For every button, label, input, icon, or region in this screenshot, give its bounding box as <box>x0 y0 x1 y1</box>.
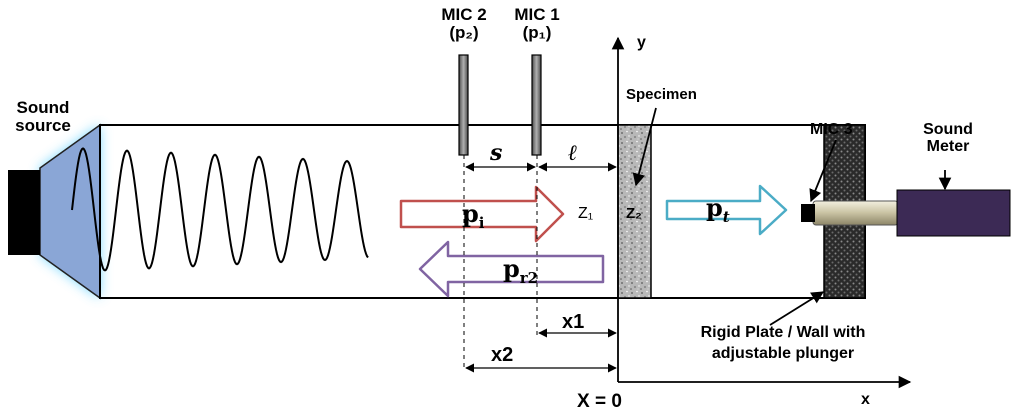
sound-meter-body <box>896 189 1011 237</box>
sound-meter-label: Sound Meter <box>908 121 988 156</box>
wall-line1: Rigid Plate / Wall with <box>700 324 866 341</box>
mic-2-name: MIC 2 <box>441 5 487 24</box>
y-axis-label: y <box>637 34 646 51</box>
x2-label: x2 <box>491 344 514 366</box>
transmitted-wave-sub: t <box>722 207 730 226</box>
mic-3-tip <box>801 204 815 222</box>
wall-pointer <box>769 291 825 326</box>
plunger-rod <box>812 200 899 226</box>
mic-3-label: MIC 3 <box>810 121 853 138</box>
incident-wave-sub: i <box>478 213 485 232</box>
sound-source-line2: source <box>15 115 71 135</box>
wall-line2: adjustable plunger <box>711 344 855 362</box>
reflected-wave-label: pr2 <box>503 256 538 287</box>
x-axis-label: x <box>861 391 870 408</box>
sound-meter-line2: Meter <box>926 137 970 155</box>
wall-label: Rigid Plate / Wall with adjustable plung… <box>668 324 898 363</box>
sound-meter-line1: Sound <box>923 121 973 138</box>
mic-2-label: MIC 2 (p₂) <box>430 6 498 42</box>
reflected-wave-sub: r2 <box>519 268 539 287</box>
transmitted-wave-label: pt <box>706 195 730 226</box>
mic-1-probe <box>531 54 542 156</box>
specimen-pointer <box>632 107 657 187</box>
sound-source <box>8 123 101 300</box>
source-horn <box>39 123 101 300</box>
mic-1-pressure: (p₁) <box>522 22 552 42</box>
specimen-impedance-label: Z₂ <box>626 205 642 222</box>
mic-1-name: MIC 1 <box>514 5 560 24</box>
incident-wave-label: pi <box>462 201 484 232</box>
transmitted-wave-base: p <box>706 193 723 222</box>
source-driver <box>8 170 40 255</box>
sound-source-label: Sound source <box>0 99 86 135</box>
impedance-1-label: Z₁ <box>578 205 594 222</box>
incident-wave-arrow <box>399 185 565 243</box>
mic-1-label: MIC 1 (p₁) <box>503 6 571 42</box>
l-label: ℓ <box>568 140 578 166</box>
origin-label: X = 0 <box>577 391 622 412</box>
reflected-wave-arrow <box>418 240 605 298</box>
mic-2-pressure: (p₂) <box>449 22 479 42</box>
reflected-wave-base: p <box>503 254 520 283</box>
mic-2-probe <box>458 54 469 156</box>
incident-wave-base: p <box>462 199 479 228</box>
s-label: s <box>490 140 503 166</box>
sound-source-line1: Sound <box>16 98 70 117</box>
specimen-block <box>617 124 652 299</box>
x1-label: x1 <box>562 311 585 333</box>
mic-3-pointer <box>809 139 837 203</box>
sound-wave <box>71 147 369 272</box>
transmitted-wave-arrow <box>665 184 788 236</box>
specimen-label: Specimen <box>626 86 697 103</box>
